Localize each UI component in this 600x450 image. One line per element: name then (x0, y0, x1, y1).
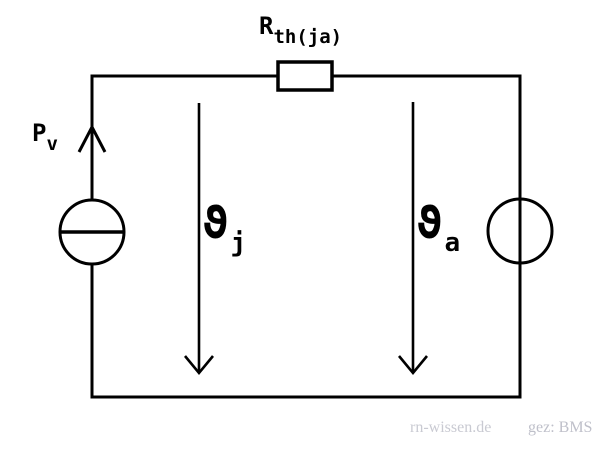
theta-j-down-arrowhead-icon (183, 355, 215, 376)
power-label-base: P (32, 119, 47, 147)
resistor-symbol (276, 60, 334, 92)
watermark-credit: gez: BMS (528, 419, 593, 436)
power-flow-up-arrowhead-icon (77, 123, 107, 153)
power-label-subscript: v (46, 133, 58, 155)
resistor-label-subscript: th(ja) (273, 26, 343, 48)
theta-j-label-subscript: j (230, 228, 247, 258)
theta-a-label: ϑa (416, 202, 460, 257)
theta-a-label-base: ϑ (416, 198, 443, 249)
power-loss-label: Pv (32, 119, 58, 154)
theta-j-label-base: ϑ (202, 198, 229, 249)
theta-a-label-subscript: a (444, 228, 461, 258)
resistor-label: Rth(ja) (259, 12, 342, 47)
theta-j-label: ϑj (202, 202, 246, 257)
resistor-label-base: R (259, 12, 274, 40)
watermark-site: rn-wissen.de (410, 419, 492, 436)
theta-a-down-arrowhead-icon (397, 355, 429, 376)
